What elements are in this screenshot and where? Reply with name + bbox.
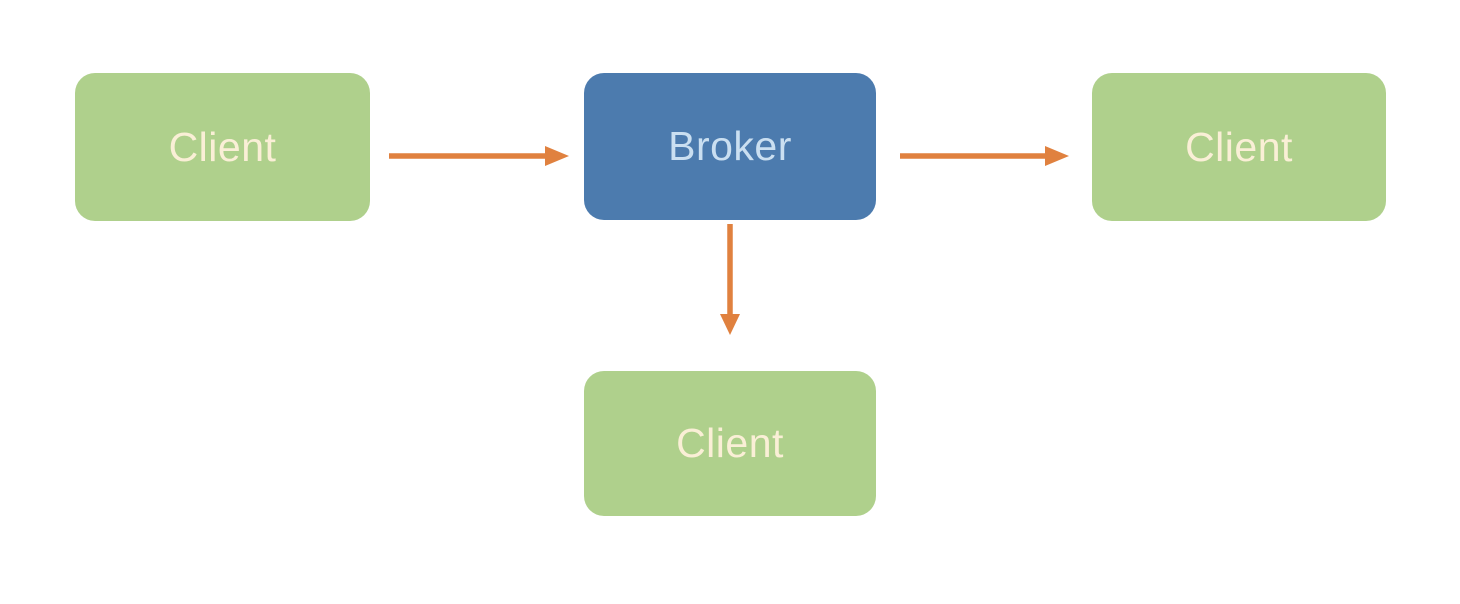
node-client-bottom-label: Client	[676, 420, 784, 466]
arrow-broker-to-client-bottom	[720, 224, 740, 335]
arrow-right-icon	[900, 146, 1069, 166]
arrow-right-icon	[389, 146, 569, 166]
node-broker[interactable]: Broker	[584, 73, 876, 220]
node-client-right-label: Client	[1185, 123, 1293, 170]
arrow-broker-to-client-right	[900, 146, 1069, 166]
arrow-client-left-to-broker	[389, 146, 569, 166]
node-client-bottom[interactable]: Client	[584, 371, 876, 516]
arrow-down-icon	[720, 224, 740, 335]
node-broker-label: Broker	[668, 123, 792, 169]
node-client-left[interactable]: Client	[75, 73, 370, 221]
node-client-right[interactable]: Client	[1092, 73, 1386, 221]
node-client-left-label: Client	[168, 123, 277, 170]
